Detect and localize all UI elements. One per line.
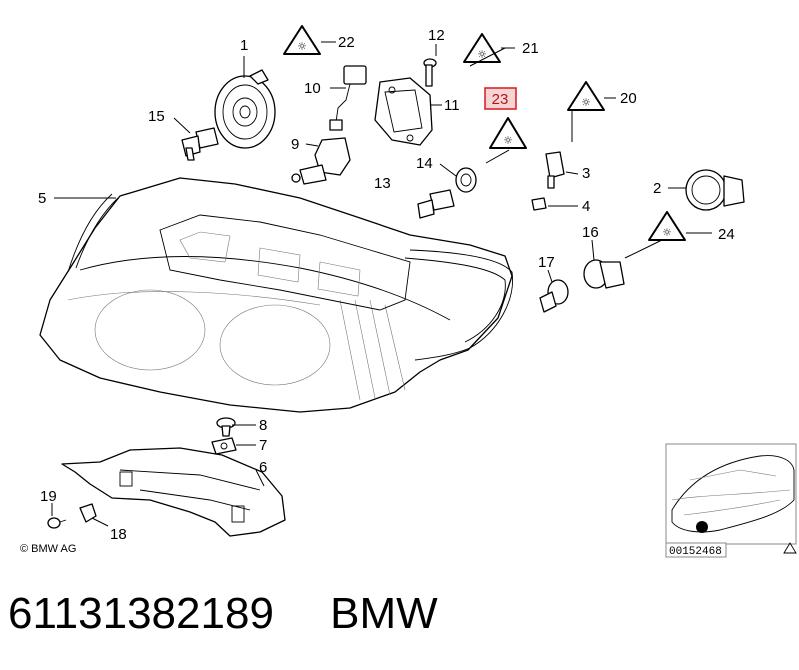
label-23-highlight: 23 (484, 87, 517, 110)
part-8-screw (216, 417, 236, 437)
part-11-adjuster-motor (374, 77, 433, 146)
part-3-bulb (545, 151, 565, 189)
part-15-bulb (181, 127, 219, 161)
label-23: 23 (492, 91, 509, 108)
label-10: 10 (304, 80, 321, 97)
label-14: 14 (416, 155, 433, 172)
label-22: 22 (338, 34, 355, 51)
label-9: 9 (291, 136, 299, 153)
label-3: 3 (582, 165, 590, 182)
part-7-nut (211, 437, 237, 455)
warning-triangle-22: ☼ (283, 25, 321, 55)
label-1: 1 (240, 37, 248, 54)
label-7: 7 (259, 437, 267, 454)
brand-name: BMW (330, 589, 438, 638)
label-20: 20 (620, 90, 637, 107)
leader-lines (51, 41, 712, 527)
label-5: 5 (38, 190, 46, 207)
part-16-socket (583, 259, 625, 289)
part-19-screw (47, 517, 67, 529)
locator-thumbnail: 00152468 (665, 443, 797, 558)
label-13: 13 (374, 175, 391, 192)
headlight-housing (39, 177, 514, 413)
warning-triangle-20: ☼ (567, 81, 605, 111)
warning-triangle-21: ☼ (463, 33, 501, 63)
label-24: 24 (718, 226, 735, 243)
part-10-connector (329, 65, 367, 131)
part-2-cap (685, 169, 745, 211)
part-4-bulb (531, 197, 547, 211)
part-1-reflector-ring (214, 69, 276, 149)
svg-text:☼: ☼ (297, 40, 307, 53)
thumbnail-id: 00152468 (669, 546, 722, 558)
label-17: 17 (538, 254, 555, 271)
label-11: 11 (444, 97, 460, 114)
svg-text:☼: ☼ (503, 134, 513, 147)
label-15: 15 (148, 108, 165, 125)
svg-text:☼: ☼ (477, 48, 487, 61)
copyright-text: © BMW AG (20, 543, 76, 555)
warning-triangle-24: ☼ (648, 211, 686, 241)
svg-text:☼: ☼ (581, 96, 591, 109)
label-21: 21 (522, 40, 539, 57)
part-12-screw (423, 58, 437, 87)
callout-labels: 1 22 12 21 10 11 15 9 20 14 13 3 4 2 5 2… (38, 27, 735, 543)
label-8: 8 (259, 417, 267, 434)
label-4: 4 (582, 198, 590, 215)
part-number: 61131382189 (8, 589, 274, 638)
label-16: 16 (582, 224, 599, 241)
caption: 61131382189 BMW (8, 584, 438, 644)
part-17-bulb (539, 279, 569, 313)
part-18-clip (79, 503, 97, 523)
label-6: 6 (259, 459, 267, 476)
part-9-bulb-socket (291, 137, 351, 185)
warning-triangle-23: ☼ (489, 117, 527, 149)
label-12: 12 (428, 27, 445, 44)
part-6-bracket (61, 447, 286, 537)
label-2: 2 (653, 180, 661, 197)
svg-text:☼: ☼ (662, 226, 672, 239)
label-19: 19 (40, 488, 57, 505)
label-18: 18 (110, 526, 127, 543)
part-14-bulb-holder (417, 167, 477, 219)
